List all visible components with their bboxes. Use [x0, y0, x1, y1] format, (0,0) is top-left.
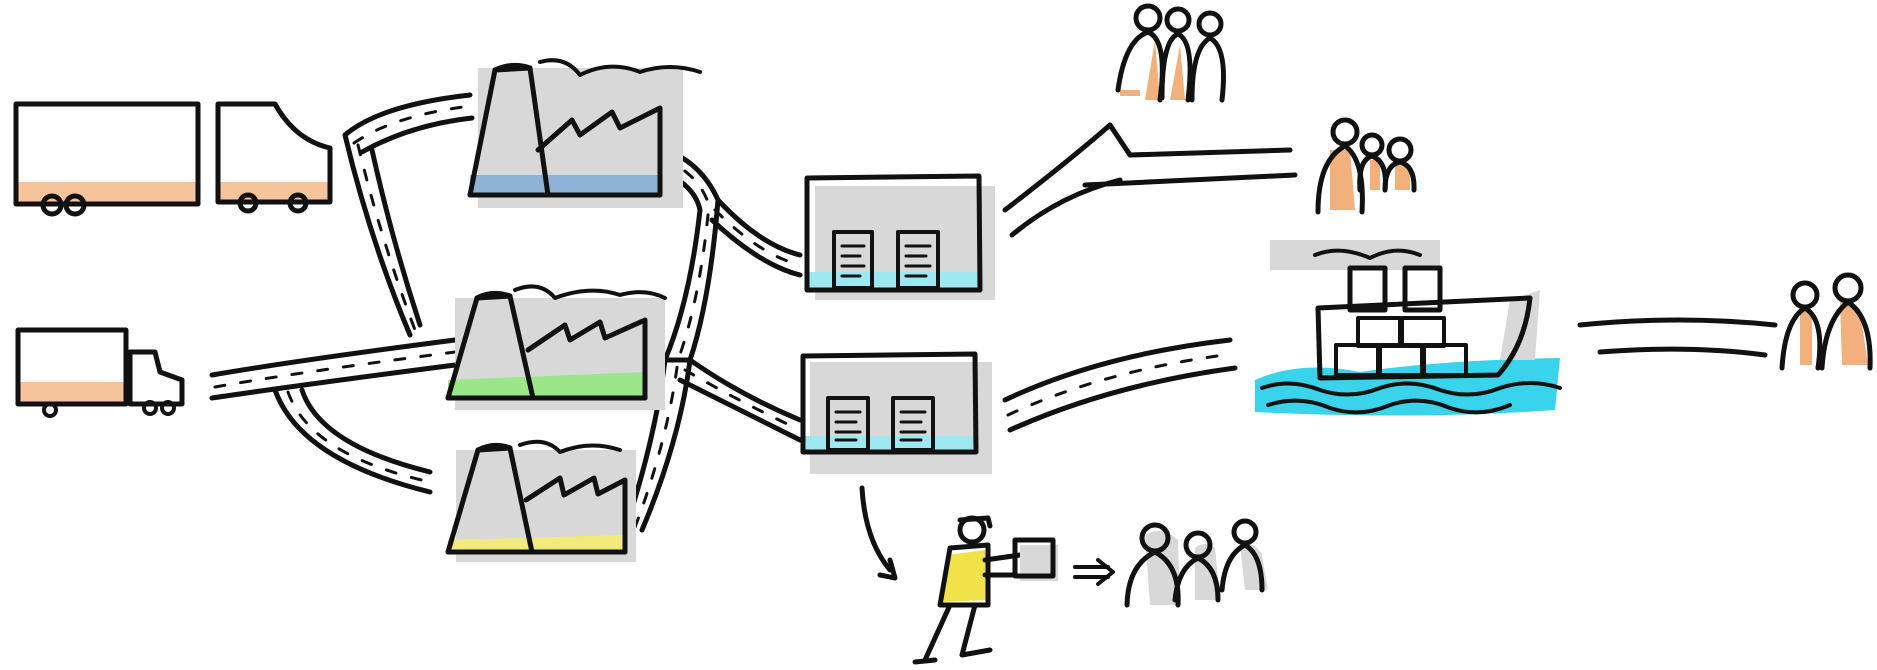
road-warehouse2-to-ship: [1005, 340, 1235, 430]
cargo-box: [1358, 318, 1400, 346]
truck-1-cab-accent: [218, 182, 330, 202]
road-warehouse1-to-customers: [1005, 125, 1295, 235]
truck-1: [16, 104, 330, 214]
factory-yellow: [448, 442, 636, 562]
factory-blue-accent: [470, 175, 660, 195]
truck-2-wheel: [44, 404, 56, 416]
courier-foot: [915, 660, 935, 662]
truck-2-wheel: [144, 402, 156, 414]
road-network: [212, 95, 1775, 584]
courier-leg: [962, 605, 990, 655]
road-ship-to-customers3: [1580, 320, 1775, 355]
warehouse-shadow: [810, 362, 992, 474]
customers-3: [1782, 275, 1870, 368]
road-truck2-to-factory-green: [212, 340, 455, 398]
truck-2-cargo-accent: [18, 382, 128, 404]
arrow-warehouse2-to-courier: [862, 488, 895, 578]
truck-2-wheel: [162, 402, 174, 414]
factory-green: [448, 286, 665, 410]
road-truck1-to-factory-blue: [345, 95, 472, 335]
customers-1: [1118, 6, 1224, 100]
customers-4: [1127, 521, 1268, 605]
arrow-courier-to-customers4: [1075, 560, 1113, 584]
factory-smoke: [515, 286, 665, 298]
truck-2: [18, 330, 182, 416]
customers-2: [1318, 120, 1414, 212]
road-truck2-to-factory-yellow: [275, 390, 430, 492]
courier-leg: [925, 605, 950, 660]
sea-water: [1255, 358, 1560, 416]
warehouse-2: [803, 354, 992, 474]
truck-2-cab: [130, 352, 182, 404]
ship: [1255, 240, 1560, 416]
person: [1192, 13, 1224, 100]
cargo-box: [1402, 318, 1444, 346]
courier: [915, 518, 1058, 662]
factory-blue: [470, 60, 700, 208]
warehouse-1: [807, 176, 995, 300]
